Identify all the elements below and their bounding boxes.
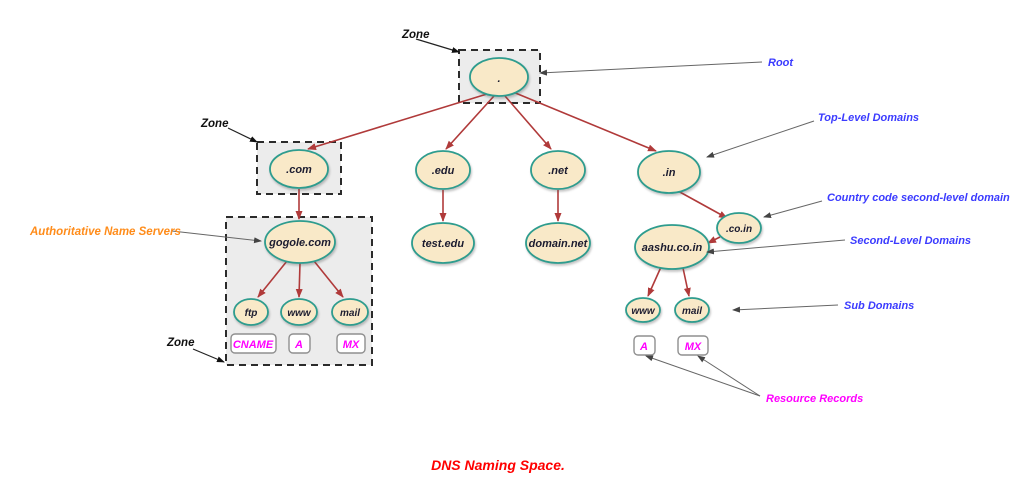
mx-com-record-label: MX: [343, 339, 360, 351]
cc-sld-annotation-line: [763, 200, 823, 219]
edge-coin-aashu: [707, 236, 721, 244]
www-in-node-ellipse: [625, 297, 661, 323]
sld-annotation-line: [706, 239, 846, 255]
node-coin: .co.in: [716, 212, 762, 244]
com-node-label: .com: [286, 164, 312, 176]
edge-gogole-www: [295, 262, 303, 298]
edge-in-coin: [677, 190, 728, 219]
record-a-com: A: [288, 333, 311, 354]
authoritative-name-servers-label: Authoritative Name Servers: [29, 226, 181, 238]
zone-auth-label: Zone: [166, 337, 195, 349]
edge-gogole-mail: [313, 260, 344, 298]
resource-records-label: Resource Records: [766, 393, 863, 405]
mail-com-node-ellipse: [331, 298, 369, 326]
net-node-label: .net: [548, 165, 569, 177]
tld-annotation-line: [706, 120, 815, 158]
edge-root-in: [512, 91, 657, 152]
cname-record-label: CNAME: [233, 339, 274, 351]
edge-root-edu: [445, 95, 495, 150]
testedu-node-ellipse: [411, 222, 475, 264]
edge-root-net: [504, 95, 552, 150]
root-node-label: .: [497, 73, 500, 85]
node-testedu: test.edu: [411, 222, 475, 264]
aashu-node-label: aashu.co.in: [642, 242, 703, 254]
a-com-record-label: A: [294, 339, 303, 351]
record-mx-com: MX: [336, 333, 366, 354]
in-node-ellipse: [637, 150, 701, 194]
com-node-ellipse: [269, 149, 329, 189]
edge-gogole-ftp: [257, 260, 288, 298]
edu-node-label: .edu: [432, 165, 455, 177]
zone-com-label: Zone: [200, 118, 229, 130]
www-com-node-label: www: [287, 308, 312, 319]
record-a-in: A: [633, 335, 656, 356]
mx-in-record-label: MX: [685, 341, 702, 353]
mail-in-node-label: mail: [682, 306, 702, 317]
edge-aashu-mail: [682, 267, 691, 297]
domainnet-node-ellipse: [525, 222, 591, 264]
ftp-node-label: ftp: [245, 308, 258, 319]
cname-record-box: [230, 333, 277, 354]
top-level-domains-label: Top-Level Domains: [818, 112, 919, 124]
coin-node-ellipse: [716, 212, 762, 244]
in-node-label: .in: [663, 167, 676, 179]
www-in-node-label: www: [631, 306, 656, 317]
domainnet-node-label: domain.net: [529, 238, 589, 250]
gogole-node-label: gogole.com: [268, 237, 331, 249]
mx-in-record-box: [677, 335, 709, 356]
a-in-record-box: [633, 335, 656, 356]
node-edu: .edu: [415, 150, 471, 190]
country-code-sld-label: Country code second-level domain: [827, 192, 1010, 204]
node-aashu: aashu.co.in: [634, 224, 710, 270]
zone-auth-pointer-arrow: [192, 348, 225, 363]
www-com-node-ellipse: [280, 298, 318, 326]
node-com: .com: [269, 149, 329, 189]
sub-domains-label: Sub Domains: [844, 300, 914, 312]
root-annotation-label: Root: [768, 57, 794, 69]
zone-root-pointer-arrow: [415, 38, 460, 53]
zone-com-pointer-arrow: [227, 127, 258, 143]
node-root: .: [469, 57, 529, 97]
record-mx-in: MX: [677, 335, 709, 356]
aashu-node-ellipse: [634, 224, 710, 270]
coin-node-label: .co.in: [726, 224, 752, 235]
mx-com-record-box: [336, 333, 366, 354]
diagram-title: DNS Naming Space.: [431, 457, 565, 473]
edu-node-ellipse: [415, 150, 471, 190]
node-mail-in: mail: [674, 297, 710, 323]
root-node-ellipse: [469, 57, 529, 97]
node-net: .net: [530, 150, 586, 190]
edge-aashu-www: [647, 266, 662, 297]
edge-root-com: [307, 93, 488, 150]
node-gogole: gogole.com: [264, 220, 336, 264]
authoritative-annotation-line: [171, 230, 262, 244]
gogole-node-ellipse: [264, 220, 336, 264]
subdomains-annotation-line: [732, 304, 839, 313]
resource-records-line-mx: [697, 355, 761, 397]
node-in: .in: [637, 150, 701, 194]
a-in-record-label: A: [639, 341, 648, 353]
node-domainnet: domain.net: [525, 222, 591, 264]
second-level-domains-label: Second-Level Domains: [850, 235, 971, 247]
resource-records-line-a: [645, 355, 761, 397]
ftp-node-ellipse: [233, 298, 269, 326]
mail-com-node-label: mail: [340, 308, 360, 319]
node-www-in: www: [625, 297, 661, 323]
a-com-record-box: [288, 333, 311, 354]
root-annotation-line: [539, 61, 763, 76]
node-ftp: ftp: [233, 298, 269, 326]
testedu-node-label: test.edu: [422, 238, 464, 250]
record-cname-com: CNAME: [230, 333, 277, 354]
node-www-com: www: [280, 298, 318, 326]
zone-root-label: Zone: [401, 29, 430, 41]
node-mail-com: mail: [331, 298, 369, 326]
mail-in-node-ellipse: [674, 297, 710, 323]
net-node-ellipse: [530, 150, 586, 190]
